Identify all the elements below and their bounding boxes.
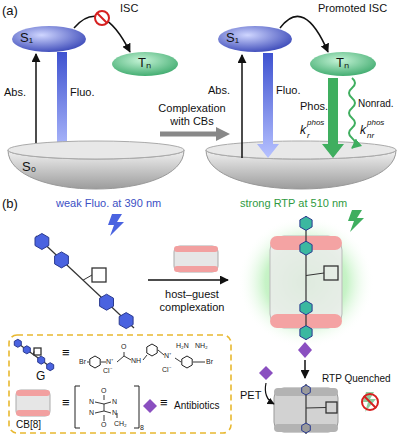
atom-label: N <box>112 409 117 417</box>
annotation: phos <box>367 118 384 127</box>
annotation: strong RTP at 510 nm <box>240 197 347 210</box>
annotation: r <box>307 131 310 140</box>
ring <box>300 216 312 230</box>
energy-level: S₁ <box>218 26 292 52</box>
energy-level: Tₙ <box>310 52 376 76</box>
cyclobutane <box>326 402 337 413</box>
atom-label: NH <box>131 357 141 365</box>
atom-label: N <box>89 409 94 417</box>
annotation: Fluo. <box>276 84 300 97</box>
annotation: Abs. <box>208 84 230 97</box>
annotation: Abs. <box>4 86 26 99</box>
annotation: k <box>300 124 306 138</box>
ring <box>119 313 133 329</box>
annotation: k <box>360 124 366 138</box>
guest-chain <box>16 342 52 368</box>
ring <box>300 301 312 315</box>
atom-label: N⁺ <box>106 358 113 366</box>
ring <box>14 339 21 347</box>
annotation: (a) <box>2 4 18 19</box>
atom-label: N <box>89 398 94 406</box>
annotation: RTP Quenched <box>322 373 391 385</box>
atom-label: NH₂ <box>195 342 208 350</box>
ring <box>300 326 312 340</box>
ring <box>147 344 157 356</box>
atom-label: Cl⁻ <box>103 367 112 375</box>
annotation: Nonrad. <box>358 98 394 110</box>
atom-label: Br <box>79 358 86 366</box>
annotation: Complexation with CBs <box>148 102 236 127</box>
cyclobutane <box>324 266 338 280</box>
atom-label: O <box>101 421 106 429</box>
ring <box>100 294 114 310</box>
ring <box>47 363 54 371</box>
node-text: S₁ <box>20 31 33 46</box>
bond <box>83 275 92 280</box>
energy-level: S₁ <box>12 26 86 52</box>
ring <box>302 385 311 395</box>
annotation: Fluo. <box>70 86 94 99</box>
atom-label: O <box>121 343 126 351</box>
atom-label: N⁺ <box>164 352 171 360</box>
atom-label: 8 <box>140 424 144 432</box>
ring <box>300 241 312 255</box>
transition-arrow <box>280 16 328 52</box>
annotation: phos <box>307 118 324 127</box>
node-text: Tₙ <box>138 56 151 71</box>
atom-label: CH₂ <box>114 420 127 428</box>
annotation: Phos. <box>300 100 328 113</box>
bond <box>306 273 324 276</box>
annotation: nr <box>367 131 374 140</box>
node-text: S₀ <box>22 160 36 175</box>
atom-label: O <box>101 387 106 395</box>
annotation: ISC <box>120 2 138 15</box>
annotation: host–guest complexation <box>146 288 238 313</box>
bond <box>306 407 326 409</box>
transition-arrow <box>35 54 37 158</box>
node-text: CB[8] <box>16 419 41 431</box>
ring <box>23 346 30 354</box>
blocked-sign <box>95 11 109 25</box>
cyclobutane <box>34 348 41 355</box>
ring <box>38 356 45 364</box>
node-text: Tₙ <box>336 56 349 71</box>
atom-label: N <box>112 398 117 406</box>
blocked-sign <box>97 13 107 23</box>
atom-label: Cl⁻ <box>162 366 171 374</box>
atom-label: Br <box>206 358 213 366</box>
node-text: G <box>36 370 45 384</box>
annotation: weak Fluo. at 390 nm <box>56 197 161 210</box>
energy-level: S₀ <box>8 140 184 190</box>
node-text: S₁ <box>226 31 239 46</box>
node-text: Antibiotics <box>174 400 220 412</box>
guest-chain <box>36 236 134 328</box>
ring <box>55 252 69 268</box>
annotation: Promoted ISC <box>318 2 387 15</box>
annotation: PET <box>240 389 261 402</box>
guest-chain <box>305 216 306 340</box>
atom-label: H₂N <box>176 342 189 350</box>
ring <box>90 356 100 368</box>
cyclobutane <box>92 268 106 282</box>
node-text: ≡ <box>160 396 168 411</box>
energy-level: Tₙ <box>112 52 178 76</box>
node-text: ≡ <box>62 346 70 361</box>
node-text: ≡ <box>62 396 70 411</box>
ring <box>302 423 311 433</box>
ring <box>182 356 192 368</box>
ring <box>35 234 49 250</box>
annotation: (b) <box>2 197 18 212</box>
